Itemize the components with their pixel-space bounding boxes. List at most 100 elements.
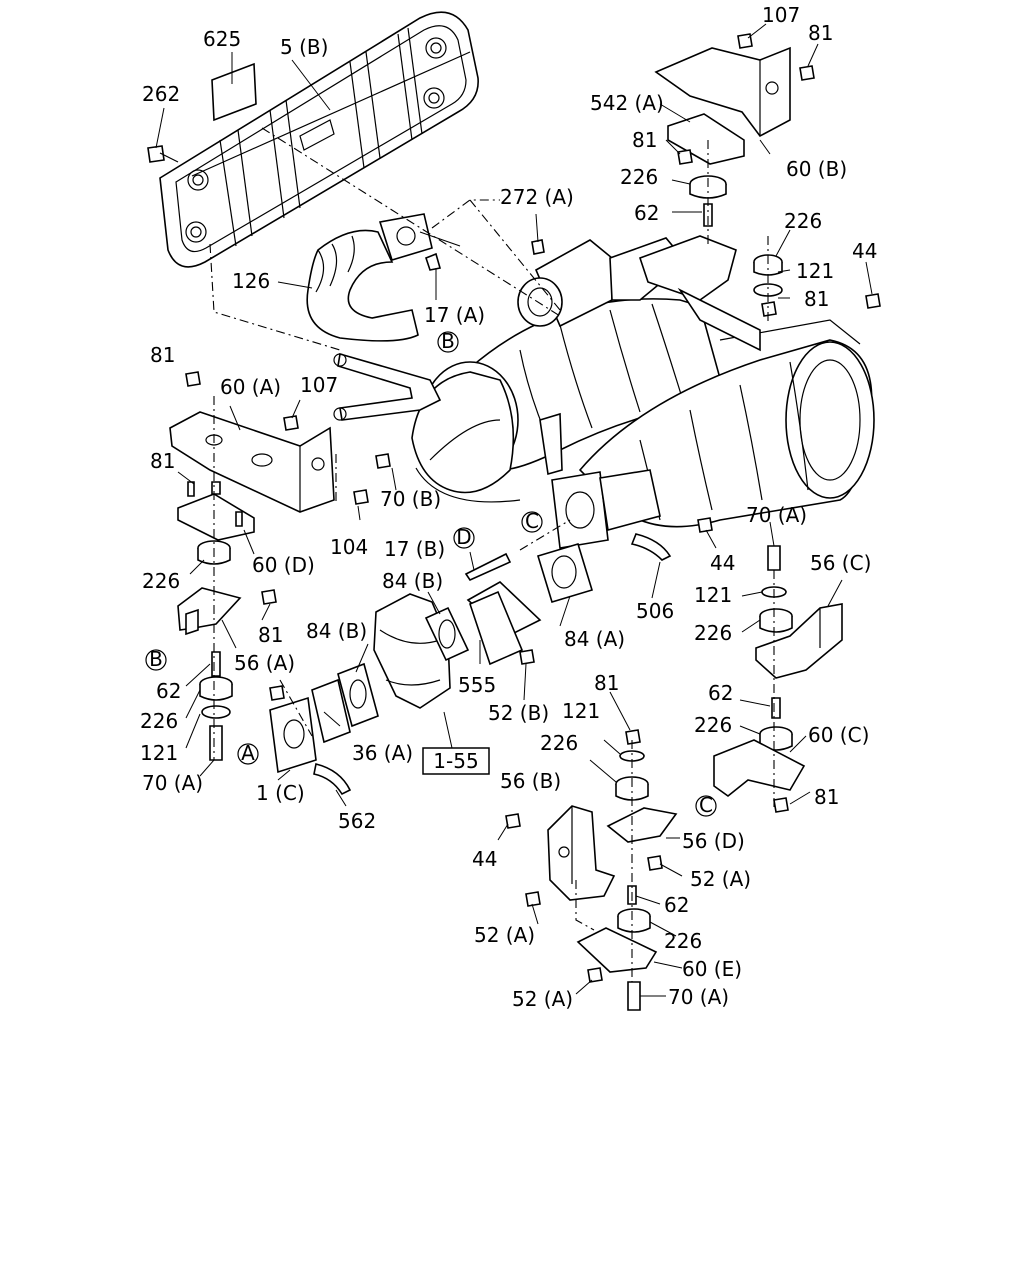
nut-81-left3 bbox=[261, 589, 277, 605]
callout-81b: 81 bbox=[632, 128, 657, 152]
nut-36a bbox=[269, 685, 285, 701]
callout-107-top: 107 bbox=[762, 3, 800, 27]
strap-left bbox=[337, 352, 442, 421]
callout-44-mid: 44 bbox=[710, 551, 735, 575]
centerlines bbox=[209, 127, 775, 982]
svg-text:D: D bbox=[456, 525, 471, 549]
ref-circle-a: A bbox=[237, 741, 259, 765]
callout-226-mid: 226 bbox=[694, 621, 732, 645]
callout-60c: 60 (C) bbox=[808, 723, 869, 747]
nut-81-mid bbox=[773, 797, 789, 813]
bracket-56c bbox=[755, 603, 843, 679]
callout-121-mid: 121 bbox=[694, 583, 732, 607]
main-bracket-upper bbox=[638, 235, 761, 352]
callout-70b: 70 (B) bbox=[380, 487, 441, 511]
callout-81-top: 81 bbox=[808, 21, 833, 45]
callout-62-bottom: 62 bbox=[664, 893, 689, 917]
callout-62-mid: 62 bbox=[708, 681, 733, 705]
gasket-84a bbox=[537, 543, 593, 603]
callout-84b-2: 84 (B) bbox=[306, 619, 367, 643]
callout-17b: 17 (B) bbox=[384, 537, 445, 561]
bolt-44-top bbox=[865, 293, 881, 309]
bolt-17a bbox=[425, 252, 442, 271]
svg-text:C: C bbox=[525, 509, 539, 533]
callout-70a-right: 70 (A) bbox=[746, 503, 807, 527]
elbow-pipe bbox=[306, 213, 433, 342]
ref-circle-c1: C bbox=[521, 509, 543, 533]
bolt-44-mid bbox=[697, 517, 713, 533]
leader-lines bbox=[155, 23, 873, 997]
callout-81-left: 81 bbox=[150, 343, 175, 367]
callout-81-mid: 81 bbox=[814, 785, 839, 809]
callout-52a-2: 52 (A) bbox=[474, 923, 535, 947]
label-plate bbox=[211, 62, 257, 122]
callout-104: 104 bbox=[330, 535, 368, 559]
stud-62-top bbox=[703, 203, 713, 227]
bolt-107-left bbox=[283, 415, 299, 431]
gasket-84b-2 bbox=[337, 662, 379, 728]
callout-70a-left: 70 (A) bbox=[142, 771, 203, 795]
callout-226-top: 226 bbox=[620, 165, 658, 189]
callout-262: 262 bbox=[142, 82, 180, 106]
clamp-562 bbox=[313, 763, 352, 796]
callout-36a: 36 (A) bbox=[352, 741, 413, 765]
nut-104 bbox=[353, 489, 369, 505]
heat-shield bbox=[159, 11, 479, 268]
bracket-60a bbox=[169, 411, 335, 513]
callout-226-left2: 226 bbox=[140, 709, 178, 733]
boxed-reference: 1-55 bbox=[422, 747, 490, 775]
ref-circle-b2: B bbox=[145, 647, 167, 671]
nut-81-right bbox=[761, 301, 777, 317]
clamp-506 bbox=[630, 533, 672, 561]
callout-625: 625 bbox=[203, 27, 241, 51]
callout-81-left3: 81 bbox=[258, 623, 283, 647]
callout-81-left2: 81 bbox=[150, 449, 175, 473]
callout-56a: 56 (A) bbox=[234, 651, 295, 675]
outlet-flange bbox=[551, 469, 661, 549]
callout-81-center: 81 bbox=[594, 671, 619, 695]
gasket-84b-1 bbox=[424, 606, 470, 662]
callout-56c: 56 (C) bbox=[810, 551, 871, 575]
callout-52a-3: 52 (A) bbox=[512, 987, 573, 1011]
bolt-70a-right bbox=[767, 545, 781, 571]
callout-562: 562 bbox=[338, 809, 376, 833]
bracket-56d bbox=[606, 807, 678, 843]
bracket-60e bbox=[576, 927, 658, 973]
callout-1c: 1 (C) bbox=[256, 781, 305, 805]
nut-52a-3 bbox=[587, 967, 603, 983]
callout-60e: 60 (E) bbox=[682, 957, 742, 981]
callout-226-right: 226 bbox=[784, 209, 822, 233]
callout-62-top: 62 bbox=[634, 201, 659, 225]
callout-52b: 52 (B) bbox=[488, 701, 549, 725]
bracket-60c bbox=[713, 739, 806, 798]
pipe-555 bbox=[466, 581, 542, 666]
ref-circle-d: D bbox=[453, 525, 475, 549]
callout-60b: 60 (B) bbox=[786, 157, 847, 181]
bolt-17b bbox=[464, 552, 512, 582]
svg-text:B: B bbox=[149, 647, 163, 671]
callout-44-bottom: 44 bbox=[472, 847, 497, 871]
svg-text:1-55: 1-55 bbox=[433, 749, 478, 773]
callout-labels: 625 5 (B) 262 126 17 (A) 272 (A) 107 81 … bbox=[140, 3, 877, 1011]
callout-17a: 17 (A) bbox=[424, 303, 485, 327]
callout-107-left: 107 bbox=[300, 373, 338, 397]
side-bracket bbox=[539, 412, 563, 476]
bolt-44-bottom bbox=[505, 813, 521, 829]
svg-text:C: C bbox=[699, 793, 713, 817]
callout-121-right: 121 bbox=[796, 259, 834, 283]
stud-62-left bbox=[211, 651, 221, 677]
flange-1c bbox=[269, 696, 317, 774]
nut-81-left bbox=[185, 371, 201, 387]
nut-81-center bbox=[625, 729, 641, 745]
callout-44-top: 44 bbox=[852, 239, 877, 263]
callout-70a-bottom: 70 (A) bbox=[668, 985, 729, 1009]
nut-81b bbox=[677, 149, 693, 165]
callout-542a: 542 (A) bbox=[590, 91, 664, 115]
callout-60a: 60 (A) bbox=[220, 375, 281, 399]
callout-126: 126 bbox=[232, 269, 270, 293]
callout-84a: 84 (A) bbox=[564, 627, 625, 651]
nut-52b bbox=[519, 649, 535, 665]
callout-56b: 56 (B) bbox=[500, 769, 561, 793]
callout-506: 506 bbox=[636, 599, 674, 623]
bracket-56b bbox=[547, 805, 616, 901]
